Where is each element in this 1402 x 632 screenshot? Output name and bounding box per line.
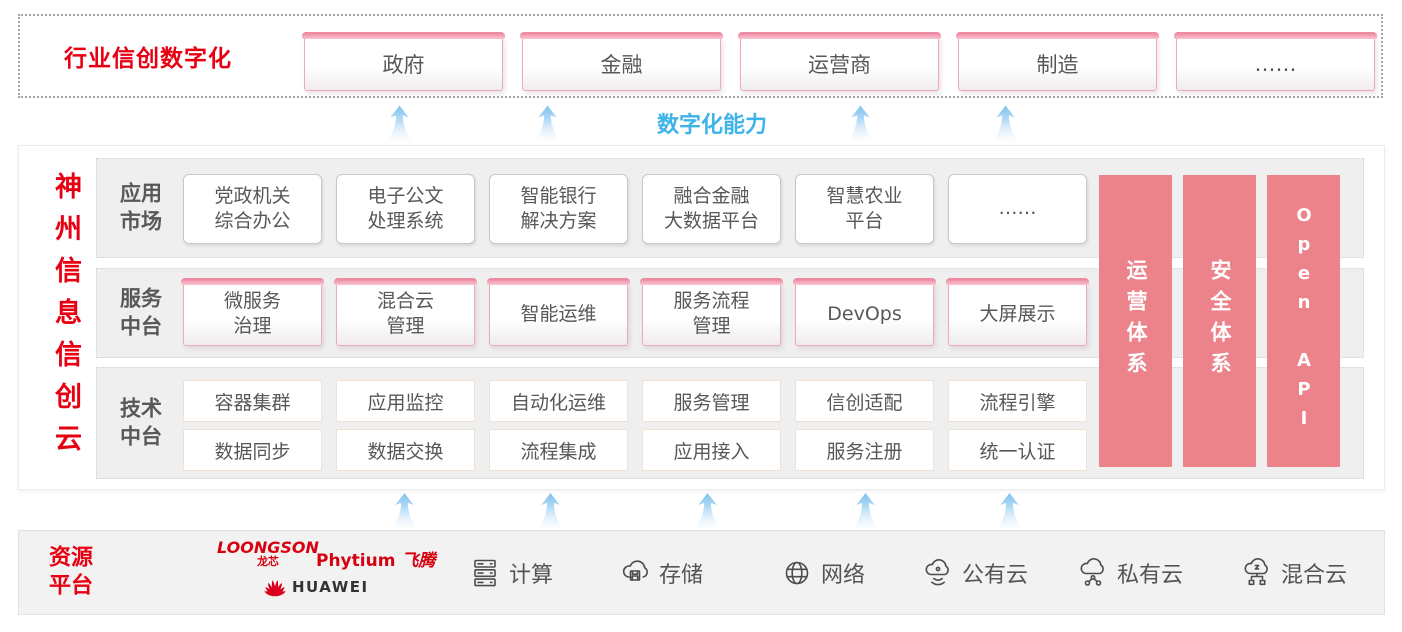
resource-item-label: 私有云 bbox=[1117, 562, 1184, 588]
resource-item-label: 存储 bbox=[659, 562, 704, 588]
industry-box-manufacturing: 制造 bbox=[956, 32, 1159, 91]
service-box: 大屏展示 bbox=[946, 278, 1089, 346]
resource-band-title: 资源 平台 bbox=[49, 544, 94, 599]
loongson-logo-text: LOONGSON bbox=[217, 538, 319, 557]
resource-band: 资源 平台 LOONGSON 龙芯 Phytium 飞腾 bbox=[18, 530, 1385, 615]
tech-box: 流程引擎 bbox=[948, 380, 1087, 422]
up-arrow-icon bbox=[392, 493, 417, 528]
industry-box-label: 制造 bbox=[1036, 52, 1079, 77]
service-middle-row: 服务 中台 微服务 治理 混合云 管理 智能运维 服务流程 管理 DevOps … bbox=[96, 268, 1364, 358]
resource-item-private-cloud: 私有云 bbox=[1077, 557, 1183, 589]
resource-item-label: 网络 bbox=[821, 562, 866, 588]
tech-box: 自动化运维 bbox=[489, 380, 628, 422]
network-icon bbox=[781, 557, 813, 589]
resource-item-label: 混合云 bbox=[1281, 562, 1348, 588]
tech-middle-row: 技术 中台 容器集群 应用监控 自动化运维 服务管理 信创适配 流程引擎 数据同… bbox=[96, 367, 1364, 479]
huawei-logo: HUAWEI bbox=[263, 577, 369, 597]
tech-box: 流程集成 bbox=[489, 429, 628, 471]
service-box: 微服务 治理 bbox=[181, 278, 324, 346]
industry-box-label: 金融 bbox=[600, 52, 643, 77]
industry-box-operator: 运营商 bbox=[738, 32, 941, 91]
app-market-row: 应用 市场 党政机关 综合办公 电子公文 处理系统 智能银行 解决方案 融合金融… bbox=[96, 158, 1364, 258]
phytium-logo: Phytium 飞腾 bbox=[316, 546, 435, 571]
industry-box-label: 政府 bbox=[382, 52, 425, 77]
row-label-app-market: 应用 市场 bbox=[120, 181, 162, 234]
pillar-open-api: Open API bbox=[1267, 175, 1340, 467]
huawei-flower-icon bbox=[264, 580, 286, 597]
resource-item-public-cloud: 公有云 bbox=[922, 557, 1028, 589]
app-box: 智慧农业 平台 bbox=[795, 174, 934, 244]
compute-icon bbox=[469, 557, 501, 589]
private-cloud-icon bbox=[1077, 557, 1109, 589]
industry-box-government: 政府 bbox=[302, 32, 505, 91]
row-label-service-middle: 服务 中台 bbox=[120, 286, 162, 339]
service-box: DevOps bbox=[793, 278, 936, 346]
row-label-tech-middle: 技术 中台 bbox=[120, 396, 162, 449]
pillar-label: 运营体系 bbox=[1124, 259, 1148, 383]
tech-box: 应用监控 bbox=[336, 380, 475, 422]
pillar-operation-system: 运营体系 bbox=[1099, 175, 1172, 467]
platform-card: 神州信息信创云 应用 市场 党政机关 综合办公 电子公文 处理系统 智能银行 解… bbox=[18, 145, 1385, 490]
up-arrow-icon bbox=[535, 105, 560, 141]
tech-box: 信创适配 bbox=[795, 380, 934, 422]
service-box: 智能运维 bbox=[487, 278, 630, 346]
tech-box: 数据同步 bbox=[183, 429, 322, 471]
app-box-more: …… bbox=[948, 174, 1087, 244]
pillar-label: Open API bbox=[1293, 205, 1315, 437]
tech-box: 数据交换 bbox=[336, 429, 475, 471]
platform-vertical-title: 神州信息信创云 bbox=[50, 172, 81, 466]
service-box: 服务流程 管理 bbox=[640, 278, 783, 346]
industry-box-label: …… bbox=[1254, 51, 1297, 76]
up-arrow-icon bbox=[387, 105, 412, 141]
loongson-logo: LOONGSON 龙芯 bbox=[217, 540, 319, 568]
tech-box: 服务注册 bbox=[795, 429, 934, 471]
resource-item-storage: 存储 bbox=[619, 557, 703, 589]
service-box: 混合云 管理 bbox=[334, 278, 477, 346]
industry-band: 行业信创数字化 政府 金融 运营商 制造 …… bbox=[18, 14, 1383, 98]
phytium-logo-text: Phytium bbox=[316, 551, 396, 571]
industry-box-more: …… bbox=[1174, 32, 1377, 91]
app-box: 党政机关 综合办公 bbox=[183, 174, 322, 244]
industry-box-finance: 金融 bbox=[520, 32, 723, 91]
pillar-security-system: 安全体系 bbox=[1183, 175, 1256, 467]
up-arrow-icon bbox=[538, 493, 563, 528]
phytium-logo-cn: 飞腾 bbox=[401, 551, 436, 571]
up-arrow-icon bbox=[993, 105, 1018, 141]
tech-box: 统一认证 bbox=[948, 429, 1087, 471]
up-arrow-icon bbox=[997, 493, 1022, 528]
resource-item-network: 网络 bbox=[781, 557, 865, 589]
resource-item-compute: 计算 bbox=[469, 557, 553, 589]
capability-label: 数字化能力 bbox=[656, 113, 767, 138]
app-box: 智能银行 解决方案 bbox=[489, 174, 628, 244]
industry-band-title: 行业信创数字化 bbox=[64, 46, 232, 72]
hybrid-cloud-icon bbox=[1241, 557, 1273, 589]
pillar-label: 安全体系 bbox=[1208, 259, 1232, 383]
industry-box-label: 运营商 bbox=[808, 52, 871, 77]
huawei-logo-text: HUAWEI bbox=[292, 578, 369, 596]
up-arrow-icon bbox=[848, 105, 873, 141]
tech-box: 应用接入 bbox=[642, 429, 781, 471]
public-cloud-icon bbox=[922, 557, 954, 589]
app-box: 融合金融 大数据平台 bbox=[642, 174, 781, 244]
app-box: 电子公文 处理系统 bbox=[336, 174, 475, 244]
storage-icon bbox=[619, 557, 651, 589]
resource-item-label: 计算 bbox=[509, 562, 554, 588]
up-arrow-icon bbox=[853, 493, 878, 528]
loongson-logo-cn: 龙芯 bbox=[256, 555, 279, 568]
up-arrow-icon bbox=[695, 493, 720, 528]
tech-box: 服务管理 bbox=[642, 380, 781, 422]
resource-item-hybrid-cloud: 混合云 bbox=[1241, 557, 1347, 589]
resource-item-label: 公有云 bbox=[962, 562, 1029, 588]
tech-box: 容器集群 bbox=[183, 380, 322, 422]
